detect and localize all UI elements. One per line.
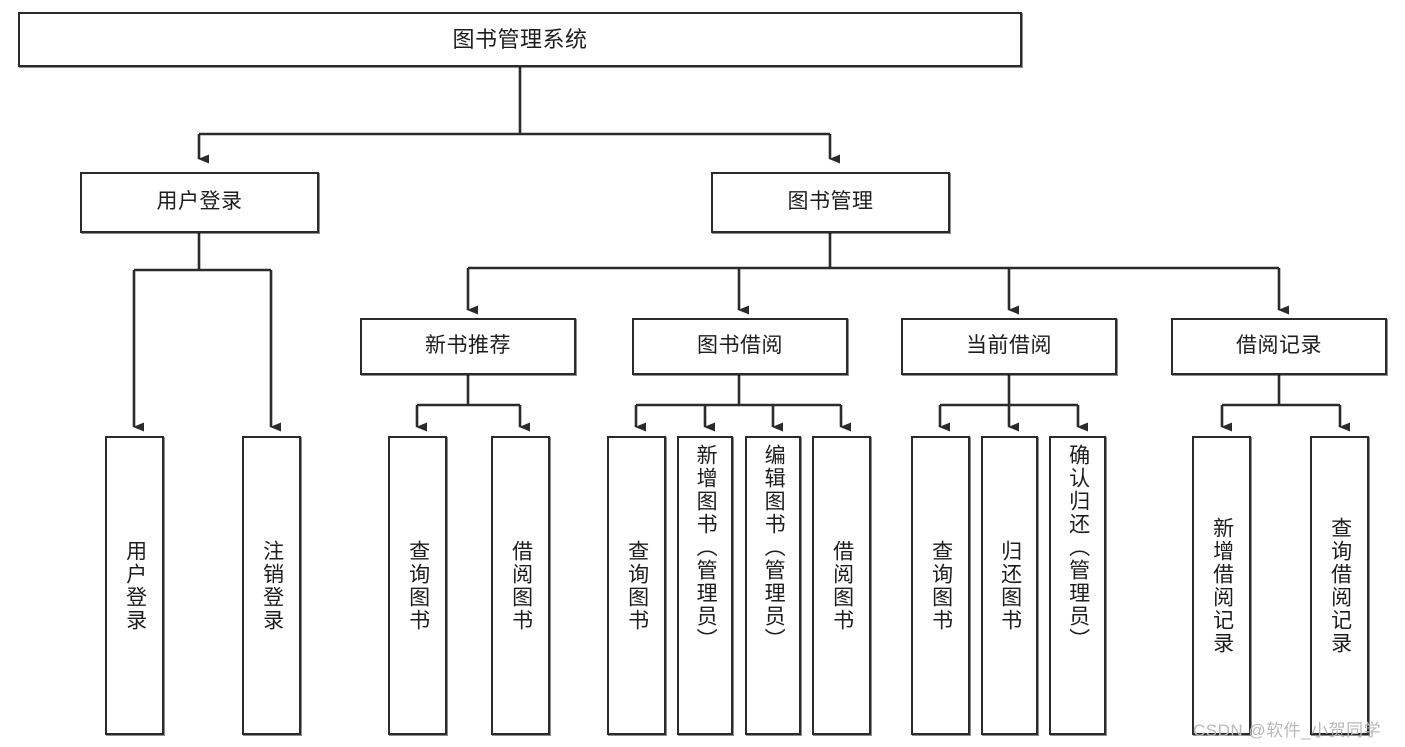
- node-label: 借阅图书: [830, 539, 854, 632]
- node-new-book-recommendation[interactable]: 新书推荐: [360, 318, 576, 375]
- node-label: 借阅记录: [1236, 334, 1322, 358]
- node-user-login[interactable]: 用户登录: [80, 172, 319, 233]
- node-leaf-query-books-borrow[interactable]: 查询图书: [607, 436, 666, 735]
- node-label: 用户登录: [156, 190, 243, 214]
- node-label: 借阅图书: [509, 539, 533, 632]
- node-leaf-return-books[interactable]: 归还图书: [981, 436, 1038, 735]
- node-leaf-add-book-admin[interactable]: 新增图书（管理员）: [677, 436, 733, 735]
- node-leaf-confirm-return-admin[interactable]: 确认归还（管理员）: [1049, 436, 1106, 735]
- node-leaf-query-books-current[interactable]: 查询图书: [911, 436, 970, 735]
- node-label: 查询图书: [929, 539, 953, 632]
- node-label: 归还图书: [998, 539, 1022, 632]
- node-book-management[interactable]: 图书管理: [711, 172, 950, 233]
- node-label: 图书借阅: [697, 334, 783, 358]
- node-label: 新增借阅记录: [1210, 516, 1234, 655]
- node-label: 查询图书: [625, 539, 649, 632]
- node-leaf-query-books-recommend[interactable]: 查询图书: [388, 436, 447, 735]
- node-label: 注销登录: [260, 539, 284, 632]
- node-leaf-query-borrow-record[interactable]: 查询借阅记录: [1310, 436, 1369, 735]
- node-label: 新增图书（管理员）: [694, 444, 718, 651]
- node-leaf-edit-book-admin[interactable]: 编辑图书（管理员）: [745, 436, 801, 735]
- node-leaf-add-borrow-record[interactable]: 新增借阅记录: [1192, 436, 1251, 735]
- node-borrow-records[interactable]: 借阅记录: [1171, 318, 1387, 375]
- node-label: 编辑图书（管理员）: [762, 444, 786, 651]
- node-label: 用户登录: [123, 539, 147, 632]
- csdn-watermark: CSDN @软件_小贺同学: [1193, 721, 1382, 740]
- node-leaf-user-login[interactable]: 用户登录: [105, 436, 164, 735]
- node-label: 查询图书: [406, 539, 430, 632]
- node-book-borrowing[interactable]: 图书借阅: [632, 318, 848, 375]
- node-label: 查询借阅记录: [1328, 516, 1352, 655]
- node-leaf-borrow-books[interactable]: 借阅图书: [812, 436, 871, 735]
- node-label: 新书推荐: [425, 334, 511, 358]
- node-root-book-management-system[interactable]: 图书管理系统: [18, 12, 1022, 67]
- node-label: 当前借阅: [966, 334, 1052, 358]
- node-leaf-borrow-books-recommend[interactable]: 借阅图书: [491, 436, 550, 735]
- node-current-borrowing[interactable]: 当前借阅: [901, 318, 1117, 375]
- node-label: 确认归还（管理员）: [1066, 444, 1090, 651]
- node-label: 图书管理: [787, 190, 874, 214]
- node-label: 图书管理系统: [452, 26, 588, 52]
- node-leaf-logout[interactable]: 注销登录: [242, 436, 301, 735]
